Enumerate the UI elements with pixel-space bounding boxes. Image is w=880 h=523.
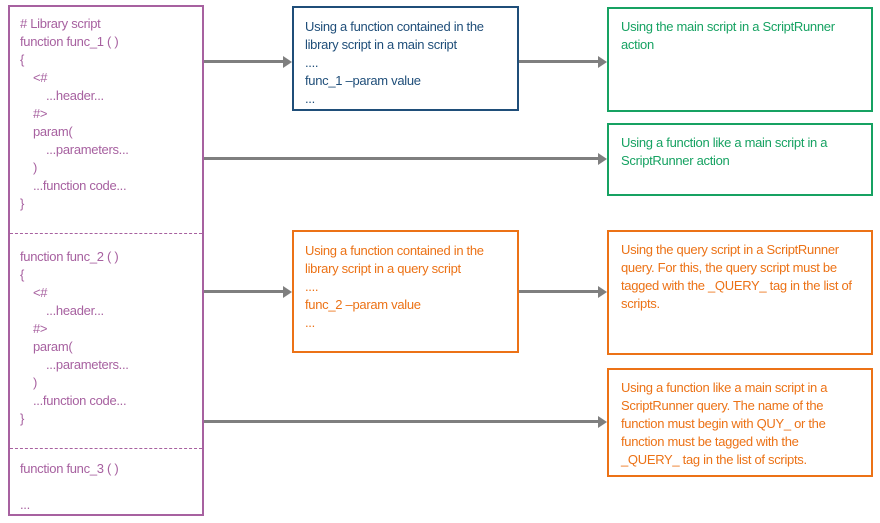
action-function-box: Using a function like a main script in a…	[607, 123, 873, 196]
function-block-func1: # Library script function func_1 ( ) { <…	[10, 15, 202, 213]
arrow-function-to-action	[204, 157, 598, 160]
box-text: Using a function contained in the librar…	[305, 19, 484, 52]
arrow-func1-to-main-script	[204, 60, 283, 63]
library-script-box: # Library script function func_1 ( ) { <…	[8, 5, 204, 516]
arrow-main-script-to-action	[519, 60, 598, 63]
arrow-func2-to-query-script	[204, 290, 283, 293]
box-text: Using a function contained in the librar…	[305, 243, 484, 276]
function-block-func2: function func_2 ( ) { <# ...header... #>…	[10, 248, 202, 428]
code-line: }	[20, 411, 25, 426]
box-text: Using the main script in a ScriptRunner …	[621, 19, 835, 52]
code-line: func_1 –param value	[305, 73, 421, 88]
code-line: # Library script	[20, 16, 101, 31]
dashed-separator	[10, 448, 202, 449]
code-line: ...parameters...	[46, 142, 129, 157]
box-text: Using a function like a main script in a…	[621, 380, 828, 467]
code-line: {	[20, 267, 25, 282]
code-line: param(	[33, 124, 73, 139]
code-line: ...	[305, 91, 315, 106]
action-main-script-box: Using the main script in a ScriptRunner …	[607, 7, 873, 112]
query-function-box: Using a function like a main script in a…	[607, 368, 873, 477]
code-line: ...parameters...	[46, 357, 129, 372]
code-line: function func_1 ( )	[20, 34, 119, 49]
code-line: func_2 –param value	[305, 297, 421, 312]
arrow-query-script-to-query	[519, 290, 598, 293]
box-text: Using the query script in a ScriptRunner…	[621, 242, 852, 311]
code-line: ...	[305, 315, 315, 330]
query-script-usage-box: Using a function contained in the librar…	[292, 230, 519, 353]
code-line: ...function code...	[33, 178, 127, 193]
main-script-usage-box: Using a function contained in the librar…	[292, 6, 519, 111]
code-line: }	[20, 196, 25, 211]
box-text: Using a function like a main script in a…	[621, 135, 828, 168]
function-block-func3: function func_3 ( ) ...	[10, 460, 202, 514]
code-line: )	[33, 375, 38, 390]
code-line: param(	[33, 339, 73, 354]
code-line: ...header...	[46, 88, 104, 103]
arrow-function-to-query	[204, 420, 598, 423]
code-line: function func_3 ( )	[20, 461, 119, 476]
code-line: <#	[33, 70, 48, 85]
query-tagged-script-box: Using the query script in a ScriptRunner…	[607, 230, 873, 355]
dashed-separator	[10, 233, 202, 234]
code-line: ...header...	[46, 303, 104, 318]
code-line: <#	[33, 285, 48, 300]
code-line: function func_2 ( )	[20, 249, 119, 264]
code-line: )	[33, 160, 38, 175]
code-line	[10, 478, 202, 496]
code-line: ....	[305, 55, 319, 70]
code-line: ...function code...	[33, 393, 127, 408]
code-line: #>	[33, 321, 48, 336]
code-line: ....	[305, 279, 319, 294]
code-line: {	[20, 52, 25, 67]
code-line: ...	[20, 497, 30, 512]
code-line: #>	[33, 106, 48, 121]
